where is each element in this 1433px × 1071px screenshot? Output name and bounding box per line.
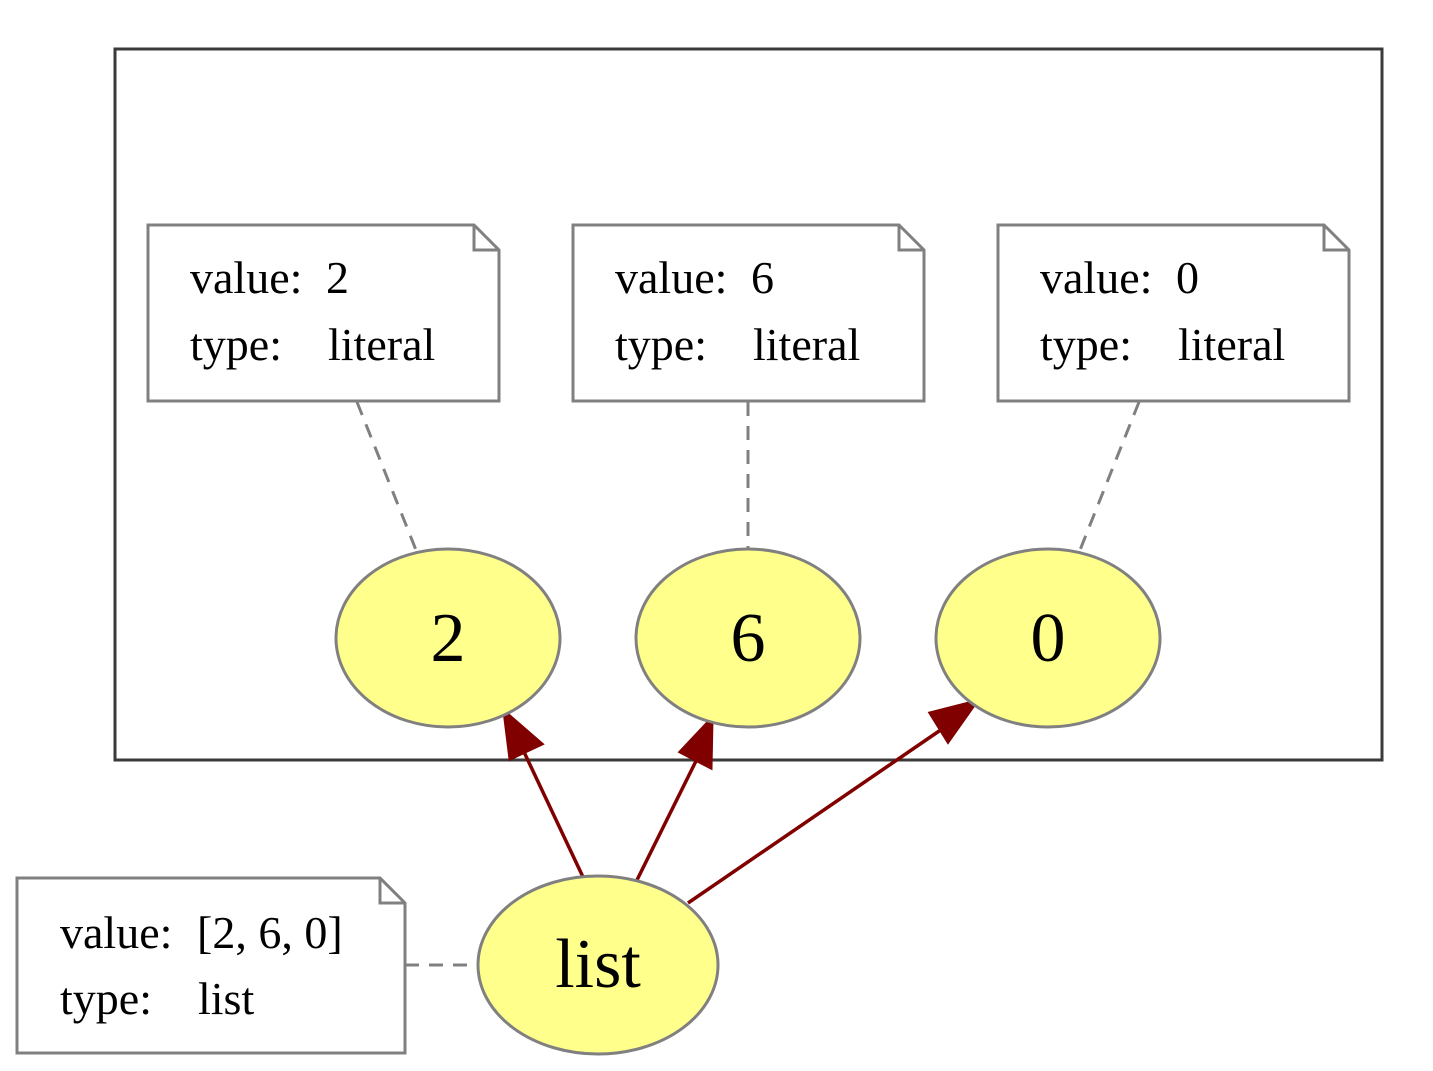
node-0: 0 bbox=[934, 547, 1162, 729]
svg-text:value:2: value: 2 bbox=[190, 252, 349, 303]
note-2: value: 2 type: literal bbox=[146, 223, 501, 403]
node-label: list bbox=[555, 926, 641, 1003]
note-0: value: 0 type: literal bbox=[996, 223, 1351, 403]
note-value-key: value: bbox=[1040, 252, 1152, 303]
edge-list-to-6 bbox=[634, 714, 714, 883]
note-value: [2, 6, 0] bbox=[197, 907, 343, 958]
note-value-key: value: bbox=[60, 907, 172, 958]
svg-text:type:literal: type: literal bbox=[1040, 319, 1285, 370]
dashed-link-note-2 bbox=[355, 401, 418, 551]
svg-text:type:literal: type: literal bbox=[190, 319, 435, 370]
svg-text:value:6: value: 6 bbox=[615, 252, 774, 303]
note-type: literal bbox=[1178, 319, 1285, 370]
node-label: 0 bbox=[1031, 600, 1066, 677]
note-type: literal bbox=[753, 319, 860, 370]
node-2: 2 bbox=[334, 547, 562, 729]
svg-text:value:0: value: 0 bbox=[1040, 252, 1199, 303]
note-value-key: value: bbox=[190, 252, 302, 303]
node-label: 2 bbox=[431, 600, 466, 677]
note-type-key: type: bbox=[615, 319, 707, 370]
svg-text:value:[2, 6, 0]: value: [2, 6, 0] bbox=[60, 907, 343, 958]
note-value: 6 bbox=[751, 252, 774, 303]
note-value-key: value: bbox=[615, 252, 727, 303]
note-type: list bbox=[198, 973, 254, 1024]
node-label: 6 bbox=[731, 600, 766, 677]
note-type-key: type: bbox=[190, 319, 282, 370]
cluster-box bbox=[113, 47, 1384, 762]
svg-text:type:literal: type: literal bbox=[615, 319, 860, 370]
note-type: literal bbox=[328, 319, 435, 370]
node-6: 6 bbox=[634, 547, 862, 729]
note-value: 0 bbox=[1176, 252, 1199, 303]
note-value: 2 bbox=[326, 252, 349, 303]
note-type-key: type: bbox=[60, 973, 152, 1024]
node-list: list bbox=[476, 874, 720, 1056]
dashed-link-note-0 bbox=[1078, 401, 1141, 551]
note-6: value: 6 type: literal bbox=[571, 223, 926, 403]
edge-list-to-2 bbox=[502, 707, 585, 878]
note-list: value: [2, 6, 0] type: list bbox=[15, 876, 407, 1055]
svg-text:type:list: type: list bbox=[60, 973, 254, 1024]
edge-list-to-0 bbox=[687, 698, 981, 905]
note-type-key: type: bbox=[1040, 319, 1132, 370]
